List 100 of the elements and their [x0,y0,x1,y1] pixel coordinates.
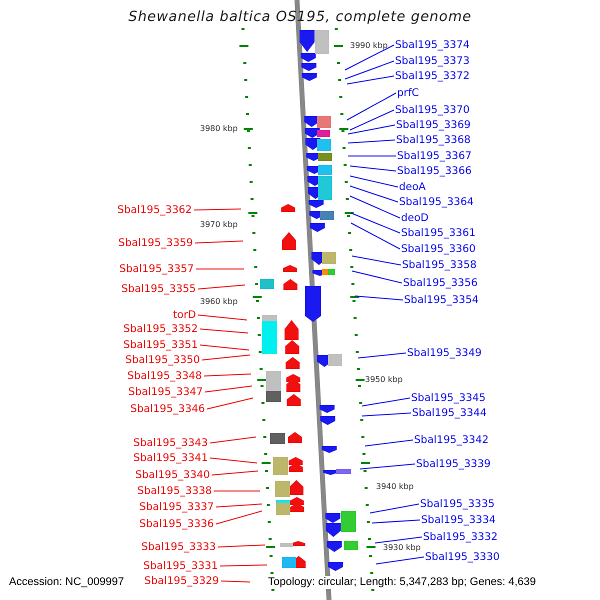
gene-label: Sbal195_3342 [414,434,489,446]
leader-line [354,296,404,300]
leader-line [206,398,254,410]
genome-info-text: Accession: NC_009997 [9,576,124,589]
gene-label: Sbal195_3354 [404,294,479,306]
leader-line [220,580,250,582]
leader-line [374,536,422,544]
gene-label: Sbal195_3339 [416,458,491,470]
leader-line [376,556,424,564]
leader-line [350,196,400,218]
gene-label: Sbal195_3366 [397,165,472,177]
gene-label: Sbal195_3355 [121,283,196,295]
gene-label: Sbal195_3347 [128,386,203,398]
gene-label: Sbal195_3358 [402,259,477,271]
leader-line [198,284,246,290]
leader-line [350,166,396,172]
leader-line [350,176,398,188]
gene-label: Sbal195_3367 [397,150,472,162]
gene-label: Sbal195_3351 [123,339,198,351]
gene-label: Sbal195_3357 [119,263,194,275]
position-label: 3970 kbp [200,220,238,229]
gene-label: Sbal195_3348 [127,370,202,382]
leader-line [346,92,396,120]
leader-line [198,314,248,320]
gene-label: Sbal195_3374 [395,39,470,51]
position-label: 3930 kbp [383,543,421,552]
gene-label: Sbal195_3361 [401,227,476,239]
gene-label: Sbal195_3335 [420,498,495,510]
leader-line [202,354,250,360]
leader-line [212,470,258,476]
leader-line [194,240,244,244]
gene-label: Sbal195_3350 [125,354,200,366]
title: Shewanella baltica OS195, complete genome [127,9,473,25]
gene-label: Sbal195_3373 [395,55,470,67]
gene-label: Sbal195_3346 [130,403,205,415]
gene-label: Sbal195_3336 [139,518,214,530]
position-label: 3990 kbp [350,41,388,50]
gene-label: prfC [397,87,420,99]
position-label: 3960 kbp [200,297,238,306]
gene-label: Sbal195_3329 [144,575,219,587]
leader-line [204,374,252,376]
leader-line [352,256,402,266]
leader-line [362,398,410,406]
leader-line [350,186,398,202]
leader-line [210,436,256,444]
gene-label: Sbal195_3352 [123,323,198,335]
leader-line [194,208,242,210]
gene-label: deoA [399,181,426,193]
gene-label: Sbal195_3338 [137,485,212,497]
leader-line [196,268,244,270]
leader-line [200,328,248,334]
gene-label: Sbal195_3372 [395,70,470,82]
leader-line [362,412,412,416]
leader-line [214,490,260,492]
leader-line [352,270,402,284]
gene-label: Sbal195_3331 [143,560,218,572]
leader-line [350,110,394,130]
leader-line [344,60,394,80]
genome-info-text: Topology: circular; Length: 5,347,283 bp; Genes: 4,639 [268,576,536,589]
position-label: 3940 kbp [376,482,414,491]
position-label: 3980 kbp [200,124,238,133]
leader-line [350,222,400,250]
gene-label: Sbal195_3333 [141,541,216,553]
leader-line [220,564,268,566]
leader-line [370,504,420,514]
position-label: 3950 kbp [365,375,403,384]
gene-label: Sbal195_3360 [401,243,476,255]
gene-label: Sbal195_3332 [423,531,498,543]
gene-label: torD [173,309,196,321]
leader-line [200,344,250,350]
leader-line [346,76,394,84]
gene-label: Sbal195_3341 [133,452,208,464]
gene-label: Sbal195_3362 [117,204,192,216]
gene-label: Sbal195_3345 [411,392,486,404]
gene-label: Sbal195_3344 [412,407,487,419]
gene-label: Sbal195_3356 [403,277,478,289]
leader-line [372,520,420,524]
gene-label: Sbal195_3330 [425,551,500,563]
leader-line [216,504,262,508]
gene-label: Sbal195_3343 [133,437,208,449]
gene-label: Sbal195_3369 [396,119,471,131]
leader-line [204,386,252,392]
leader-line [344,44,394,70]
gene-label: Sbal195_3368 [396,134,471,146]
gene-label: Sbal195_3370 [395,104,470,116]
gene-label: Sbal195_3334 [421,514,496,526]
gene-label: Sbal195_3337 [139,501,214,513]
leader-line [364,440,414,446]
leader-line [350,212,400,234]
leader-line [348,124,396,134]
leader-line [360,464,416,470]
gene-label: Sbal195_3364 [399,196,474,208]
gene-label: deoD [401,212,429,224]
leader-line [358,352,406,358]
leader-line [218,544,266,548]
gene-label: Sbal195_3359 [118,237,193,249]
gene-label: Sbal195_3340 [135,469,210,481]
gene-label: Sbal195_3349 [407,347,482,359]
leader-line [216,510,262,524]
leader-line [210,458,258,464]
